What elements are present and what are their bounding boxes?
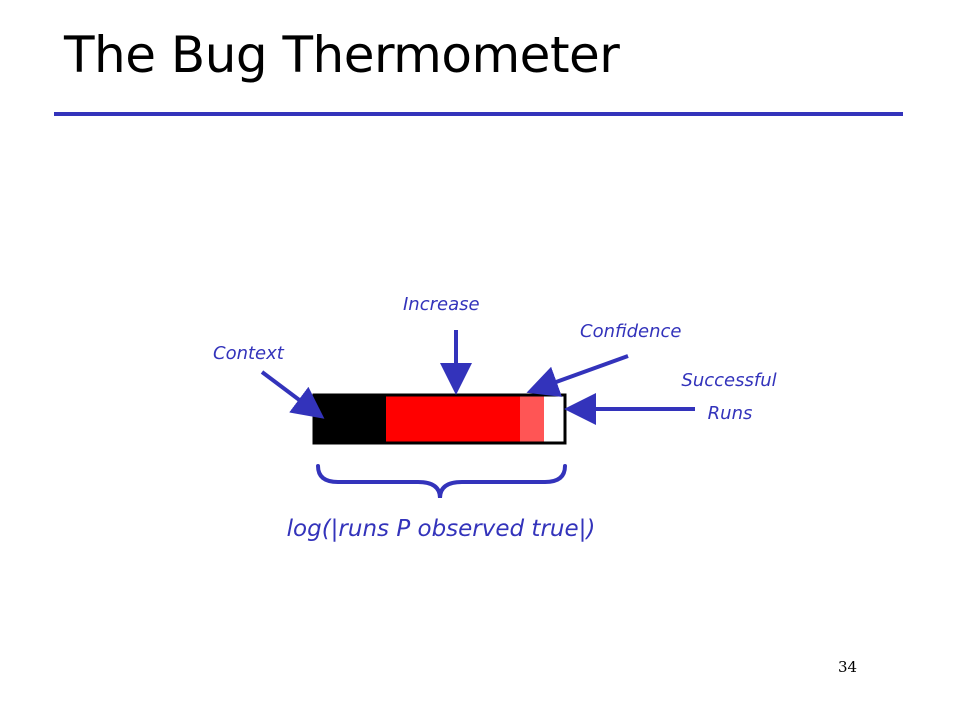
confidence-segment	[520, 395, 544, 443]
slide-title: The Bug Thermometer	[64, 26, 620, 84]
confidence-arrow	[526, 354, 629, 397]
context-arrow	[260, 370, 325, 419]
page-number: 34	[838, 658, 858, 676]
successful-runs-label-line1: Successful	[681, 370, 777, 391]
title-divider	[54, 112, 903, 116]
successful-runs-label-line2: Runs	[707, 403, 753, 424]
increase-segment	[386, 395, 520, 443]
context-label: Context	[213, 343, 284, 364]
thermometer-caption: log(|runs P observed true|)	[286, 516, 596, 542]
length-brace	[316, 464, 567, 499]
successful-runs-segment	[544, 395, 565, 443]
context-segment	[314, 395, 386, 443]
increase-label: Increase	[403, 294, 480, 315]
confidence-label: Confidence	[580, 321, 682, 342]
